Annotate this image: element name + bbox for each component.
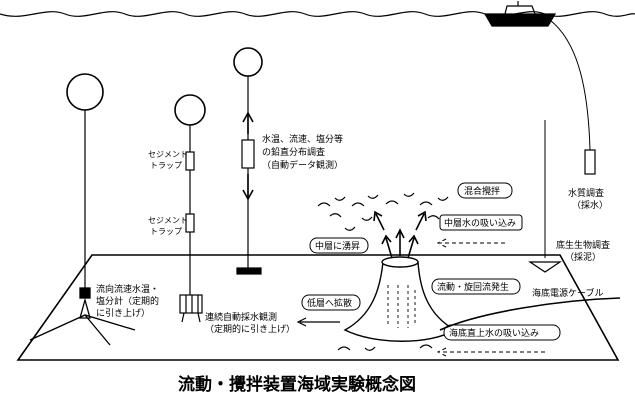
flow-generation-box: 流動・旋回流発生 <box>431 278 521 295</box>
sediment-trap-upper-label-1: セジメント <box>148 150 188 159</box>
sediment-trap-lower-label-1: セジメント <box>148 216 188 225</box>
diffuse-arrow-icon <box>296 317 340 327</box>
bottom-suction-arrow-icon <box>436 347 545 357</box>
profile-label-3: （自動データ観測） <box>262 159 343 171</box>
bottom-suction-label: 海底直上水の吸い込み <box>449 327 539 339</box>
sediment-trap-lower-icon <box>185 213 195 233</box>
auto-sampler-icon <box>179 294 203 323</box>
mid-layer-suction-arrow-icon <box>436 238 505 248</box>
flow-generation-label: 流動・旋回流発生 <box>437 281 509 293</box>
profile-label-1: 水温、流速、塩分等 <box>262 133 343 145</box>
seabed-cable-label: 海底電源ケーブル <box>532 287 603 299</box>
upwelling-arrows <box>373 210 427 259</box>
mixing-label-box: 混合攪拌 <box>457 182 513 199</box>
benthos-sampler-icon <box>528 261 562 273</box>
sediment-trap-upper-icon <box>185 151 195 171</box>
rise-mid-layer-box: 中層に湧昇 <box>309 237 369 254</box>
diagram-title: 流動・攪拌装置海域実験概念図 <box>178 374 416 395</box>
profiler-unit-icon <box>241 139 255 169</box>
water-quality-label-2: （採水） <box>572 199 608 211</box>
mixing-label: 混合攪拌 <box>464 185 500 197</box>
seabed-plane <box>16 254 620 361</box>
current-meter-frame-icon <box>29 287 136 346</box>
profiler-down-arrow-icon <box>242 174 254 201</box>
bottom-suction-box: 海底直上水の吸い込み <box>443 324 561 341</box>
profile-label-2: の鉛直分布調査 <box>262 146 325 158</box>
mixing-device-column <box>343 256 457 342</box>
profiler-up-arrow-icon <box>242 111 254 134</box>
diffuse-low-layer-label: 低層へ拡散 <box>307 297 352 309</box>
meter-label-2: 塩分計（定期的 <box>96 295 159 307</box>
water-quality-label-1: 水質調査 <box>568 187 604 199</box>
meter-label-1: 流向流速水温・ <box>96 283 159 295</box>
buoy-current-meter <box>66 73 104 290</box>
water-sampler-icon <box>584 149 596 175</box>
seabed-power-cable <box>439 297 621 331</box>
meter-label-3: に引き上げ） <box>96 308 150 319</box>
buoy-sediment-traps <box>174 94 206 295</box>
mid-layer-suction-box: 中層水の吸い込み <box>439 214 523 231</box>
sampler-label-1: 連続自動採水観測 <box>205 311 277 323</box>
sampler-label-2: （定期的に引き上げ） <box>205 323 295 335</box>
water-sampling-cable <box>549 19 591 151</box>
sediment-trap-lower-label-2: トラップ <box>150 227 182 236</box>
rise-mid-layer-label: 中層に湧昇 <box>315 240 360 252</box>
mid-layer-suction-label: 中層水の吸い込み <box>444 217 516 229</box>
benthos-label-2: （採泥） <box>565 251 601 263</box>
sediment-trap-upper-label-2: トラップ <box>150 161 182 170</box>
survey-ship-icon <box>483 1 557 27</box>
turbulence-swirls <box>317 192 449 351</box>
diffuse-low-layer-box: 低層へ拡散 <box>301 294 361 311</box>
benthos-label-1: 底生生物調査 <box>556 239 610 251</box>
